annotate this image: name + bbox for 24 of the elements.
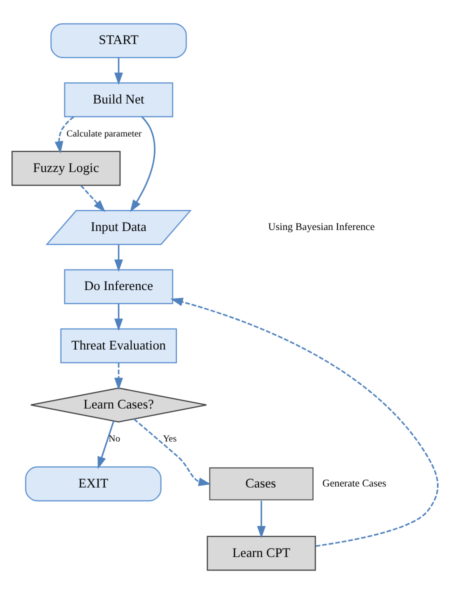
node-label: Generate Cases	[322, 478, 386, 489]
arrow	[54, 116, 74, 154]
arrow	[98, 420, 114, 469]
node-box: Do Inference	[64, 268, 174, 304]
edge-label: No	[108, 434, 120, 444]
node-box: Threat Evaluation	[60, 328, 177, 363]
edge-label: Yes	[162, 434, 177, 444]
arrow	[130, 116, 156, 212]
arrow	[114, 362, 123, 390]
arrow	[257, 500, 266, 538]
arrow	[80, 184, 106, 212]
label: Using Bayesian Inference	[268, 222, 375, 233]
node-box: Build Net	[64, 82, 174, 117]
edge-label: Calculate parameter	[66, 128, 142, 139]
arrow	[114, 303, 123, 331]
node-box: Fuzzy Logic	[12, 150, 121, 186]
arrow	[114, 57, 123, 85]
node-box: EXIT	[25, 466, 162, 501]
node-diamond: Learn Cases?	[30, 387, 207, 422]
arrow	[134, 418, 211, 486]
arrow	[114, 244, 123, 272]
arrow	[170, 297, 438, 546]
node-box: Learn CPT	[206, 535, 316, 570]
node-box: START	[50, 22, 187, 58]
